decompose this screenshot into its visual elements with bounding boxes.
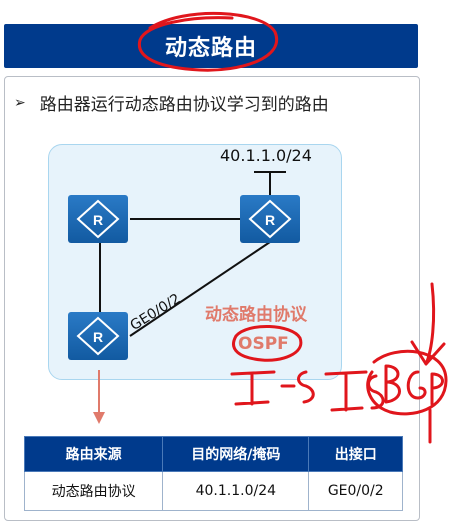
router-icon: R bbox=[76, 199, 120, 239]
router-icon: R bbox=[76, 316, 120, 356]
svg-text:R: R bbox=[93, 329, 103, 345]
svg-text:R: R bbox=[265, 212, 275, 228]
table-header-row: 路由来源 目的网络/掩码 出接口 bbox=[23, 436, 403, 472]
table-row: 动态路由协议 40.1.1.0/24 GE0/0/2 bbox=[23, 471, 403, 511]
network-label: 40.1.1.0/24 bbox=[220, 146, 312, 165]
router-icon: R bbox=[248, 199, 292, 239]
svg-text:R: R bbox=[93, 212, 103, 228]
cell-source: 动态路由协议 bbox=[23, 471, 164, 511]
header-source: 路由来源 bbox=[23, 436, 164, 472]
router-bottom: R bbox=[68, 312, 128, 360]
routing-table: 路由来源 目的网络/掩码 出接口 动态路由协议 40.1.1.0/24 GE0/… bbox=[23, 436, 403, 511]
cell-destination: 40.1.1.0/24 bbox=[162, 471, 310, 511]
title-bar: 动态路由 bbox=[4, 24, 418, 68]
arrow-bullet-icon: ➢ bbox=[14, 94, 26, 111]
header-destination: 目的网络/掩码 bbox=[162, 436, 310, 472]
protocol-label: 动态路由协议 bbox=[205, 305, 307, 325]
slide-title: 动态路由 bbox=[164, 36, 257, 61]
router-left: R bbox=[68, 195, 128, 243]
router-right: R bbox=[240, 195, 300, 243]
cell-interface: GE0/0/2 bbox=[308, 471, 403, 511]
ospf-label: OSPF bbox=[238, 334, 289, 354]
bullet-text: 路由器运行动态路由协议学习到的路由 bbox=[39, 95, 329, 115]
bullet-item: ➢ 路由器运行动态路由协议学习到的路由 bbox=[14, 90, 329, 116]
header-interface: 出接口 bbox=[308, 436, 403, 472]
